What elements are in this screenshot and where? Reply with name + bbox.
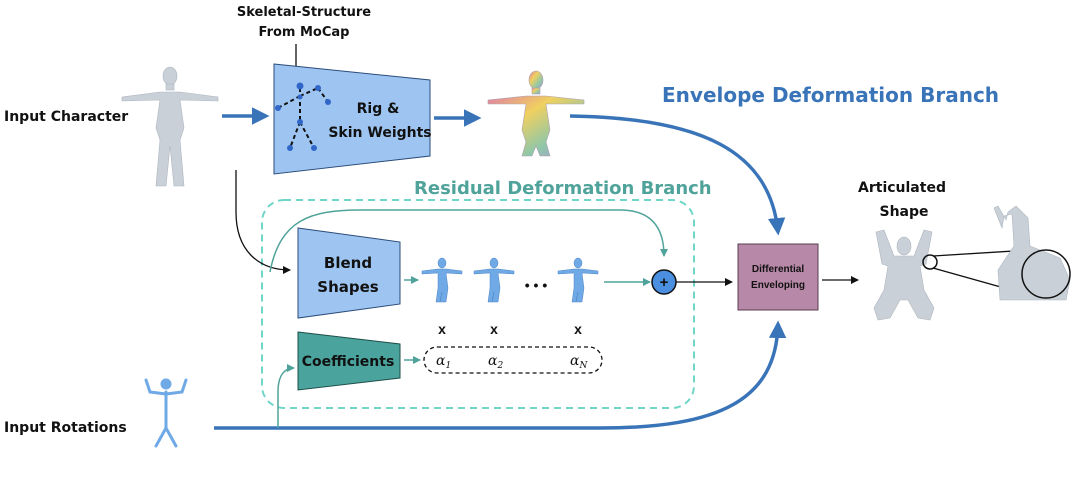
zoom-source-circle: [922, 254, 938, 270]
blend-shape-figure: [473, 257, 515, 303]
skeleton-joints: [275, 82, 331, 151]
articulated-shape-figure: [873, 229, 935, 321]
input-rotations-skeleton: [144, 378, 188, 448]
alpha-coefficients-capsule: [423, 346, 603, 374]
alpha-1: α1: [436, 353, 451, 371]
blend-shape-figure: [421, 257, 463, 303]
times-2: x: [490, 321, 498, 337]
blend-shape-figure: [557, 257, 599, 303]
blend-label: Blend: [324, 254, 372, 272]
skeletal-structure-label: Skeletal-Structure: [237, 5, 371, 20]
alpha-n: αN: [570, 353, 588, 371]
plus-symbol: +: [660, 274, 669, 291]
envelope-branch-arrow: [569, 114, 786, 236]
rotations-to-coefficients-arrow: [277, 364, 295, 428]
blend-shapes-box: [297, 227, 401, 319]
coefficients-label: Coefficients: [302, 354, 395, 370]
coefficients-box: [297, 331, 401, 391]
zoom-target-circle: [1021, 249, 1071, 299]
residual-branch-title: Residual Deformation Branch: [414, 178, 712, 199]
rig-label: Rig &: [357, 101, 400, 117]
input-rotations-label: Input Rotations: [4, 420, 127, 436]
differential-label: Differential: [752, 264, 804, 275]
times-1: x: [438, 321, 446, 337]
from-mocap-label: From MoCap: [259, 25, 350, 40]
articulated-label: Articulated: [858, 180, 946, 196]
residual-branch-container: [261, 199, 695, 409]
envelope-branch-title: Envelope Deformation Branch: [662, 83, 999, 107]
rotations-to-differential-arrow: [214, 320, 787, 430]
rig-skin-weights-box: [273, 63, 431, 175]
shapes-label: Shapes: [317, 278, 379, 296]
enveloping-label: Enveloping: [751, 280, 805, 291]
input-character-label: Input Character: [4, 109, 128, 125]
ellipsis-dots: • • •: [525, 277, 548, 293]
input-character-figure: [121, 66, 219, 187]
arm-zoom-icon: [993, 205, 1071, 301]
rigged-character-figure: [487, 70, 585, 157]
skip-connection-arrow: [269, 209, 668, 273]
alpha-2: α2: [488, 353, 503, 371]
differential-enveloping-box: [737, 243, 819, 311]
skin-weights-label-text: Skin Weights: [328, 125, 431, 141]
times-n: x: [574, 321, 582, 337]
input-to-blend-arrow: [235, 170, 291, 274]
shape-label: Shape: [879, 204, 928, 220]
